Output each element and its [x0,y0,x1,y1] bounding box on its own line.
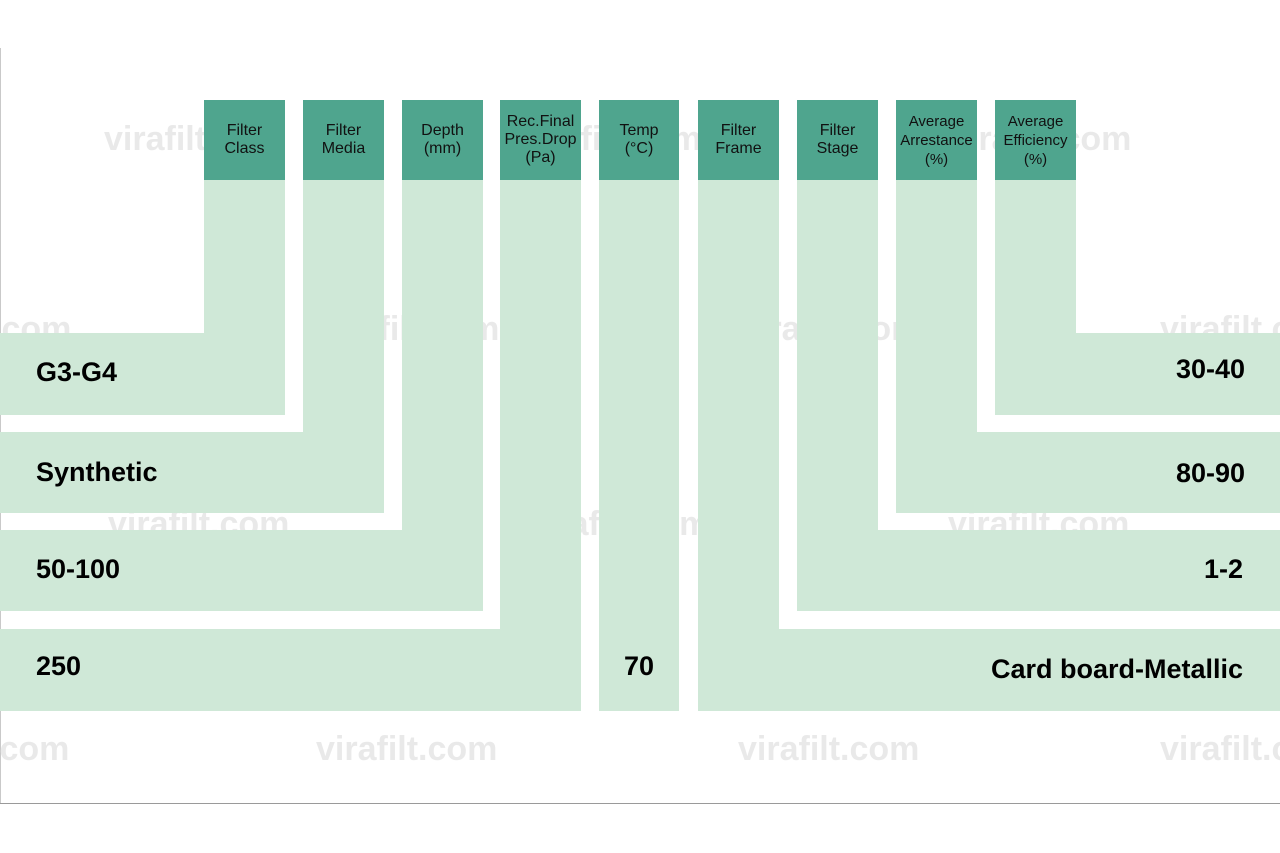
value-filter-frame: Card board-Metallic [990,654,1243,684]
row-filter-class [0,333,285,415]
value-filter-stage: 1-2 [1203,554,1243,584]
value-pressure-drop: 250 [36,651,82,681]
row-depth [0,530,483,611]
bottom-border [0,803,1280,804]
row-efficiency [995,333,1280,415]
value-depth: 50-100 [36,554,121,584]
row-filter-frame [698,629,1280,711]
row-arrestance [896,432,1280,513]
watermark: virafilt.com [1160,730,1280,768]
watermark: virafilt.com [738,730,920,768]
left-border [0,48,1,803]
row-filter-stage [797,530,1280,611]
value-temp: 70 [623,651,655,681]
watermark: virafilt.com [0,730,70,768]
band-temp [599,180,679,711]
value-average-efficiency: 30-40 [1175,354,1245,384]
value-filter-media: Synthetic [36,457,158,487]
value-average-arrestance: 80-90 [1175,458,1245,488]
watermark: virafilt.com [316,730,498,768]
header-temp: Temp(°C) [599,100,679,180]
row-pressure-drop [0,629,581,711]
band-pressure-drop [500,180,581,711]
header-depth: Depth(mm) [402,100,483,180]
value-filter-class: G3-G4 [36,357,118,387]
band-filter-frame [698,180,779,711]
row-filter-media [0,432,384,513]
